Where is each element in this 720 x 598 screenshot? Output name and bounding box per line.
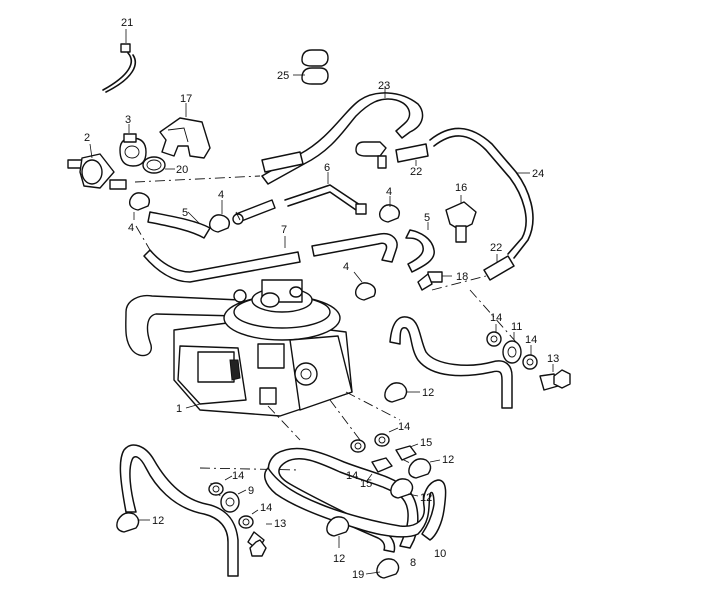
hose-23: [261, 86, 424, 185]
valve-16: [445, 195, 477, 243]
small-hose-6b: [232, 199, 276, 225]
hose-clamp-12b: [116, 512, 150, 533]
callout-11: 11: [511, 321, 522, 333]
pipe-24: [429, 127, 534, 259]
callout-19: 19: [352, 569, 364, 581]
hose-clamp-4a: [208, 200, 231, 233]
callout-12-c: 12: [420, 492, 432, 504]
callout-7: 7: [281, 224, 287, 236]
cable-tie-21: [102, 29, 137, 93]
hose-clamp-4b: [378, 196, 401, 223]
callout-14-b: 14: [525, 334, 537, 346]
washer-14a: [486, 324, 502, 347]
hose-clamp-3: [119, 124, 147, 167]
hose-right-u: [389, 316, 513, 409]
hose-22-upper: [395, 143, 429, 166]
callout-8: 8: [410, 557, 416, 569]
hose-clamp-4d: [353, 271, 377, 301]
callout-12-e: 12: [333, 553, 345, 565]
hose-10: [263, 467, 447, 541]
hose-piece-23b: [261, 151, 304, 173]
callout-14-f: 14: [260, 502, 272, 514]
bolt-13b: [247, 523, 272, 557]
callout-12-b: 12: [442, 454, 454, 466]
callout-23: 23: [378, 80, 390, 92]
washer-14d: [208, 475, 233, 496]
callout-15-b: 15: [360, 478, 372, 490]
hose-5b: [405, 222, 435, 273]
hose-clamp-4c: [128, 192, 151, 220]
callout-25: 25: [277, 70, 289, 82]
bracket-17: [159, 103, 211, 159]
callout-14-a: 14: [490, 312, 502, 324]
callout-22-lower: 22: [490, 242, 502, 254]
bolt-13a: [539, 364, 571, 391]
callout-4-c: 4: [128, 222, 134, 234]
callout-16: 16: [455, 182, 467, 194]
callout-15-a: 15: [420, 437, 432, 449]
callout-5-b: 5: [424, 212, 430, 224]
callout-4-b: 4: [386, 186, 392, 198]
hose-clamp-19: [365, 558, 400, 579]
washer-14f: [238, 509, 259, 529]
callout-9: 9: [248, 485, 254, 497]
callout-5-a: 5: [182, 207, 188, 219]
callout-12-d: 12: [152, 515, 164, 527]
carburetor-1: [125, 279, 353, 417]
callout-1: 1: [176, 403, 182, 415]
hose-lower-left: [119, 444, 239, 577]
callout-13-b: 13: [274, 518, 286, 530]
callout-4-a: 4: [218, 189, 224, 201]
callout-labels: 21 25 23 3 17 2 20 22 24 6 4 4 16 5 4 5 …: [84, 17, 559, 581]
callout-22-upper: 22: [410, 166, 422, 178]
hose-5a: [147, 211, 211, 239]
callout-10: 10: [434, 548, 446, 560]
double-clip-25: [293, 49, 329, 85]
elbow-fitting: [355, 141, 387, 169]
pipe-6: [284, 172, 367, 215]
callout-4-d: 4: [343, 261, 349, 273]
callout-14-d: 14: [232, 470, 244, 482]
hose-clamp-12a: [384, 382, 420, 403]
callout-24: 24: [532, 168, 544, 180]
washer-14e: [350, 439, 366, 453]
o-ring-20: [142, 156, 175, 174]
callout-20: 20: [176, 164, 188, 176]
hose-clamp-12d: [326, 516, 350, 548]
fitting-15a: [395, 443, 419, 461]
valve-2: [67, 143, 127, 190]
callout-14-c: 14: [398, 421, 410, 433]
callout-13-a: 13: [547, 353, 559, 365]
callout-17: 17: [180, 93, 192, 105]
callout-3: 3: [125, 114, 131, 126]
washer-14b: [522, 345, 538, 370]
callout-2: 2: [84, 132, 90, 144]
fitting-18: [417, 271, 452, 291]
hose-clamp-12c: [390, 458, 441, 499]
callout-12-a: 12: [422, 387, 434, 399]
washer-14c: [374, 427, 399, 447]
callout-21: 21: [121, 17, 133, 29]
callout-18: 18: [456, 271, 468, 283]
callout-14-e: 14: [346, 470, 358, 482]
banjo-11: [502, 332, 522, 364]
hose-22-lower: [483, 254, 515, 281]
banjo-9: [220, 489, 247, 513]
hose-7: [143, 232, 398, 283]
fitting-15b: [365, 457, 393, 483]
callout-6: 6: [324, 162, 330, 174]
